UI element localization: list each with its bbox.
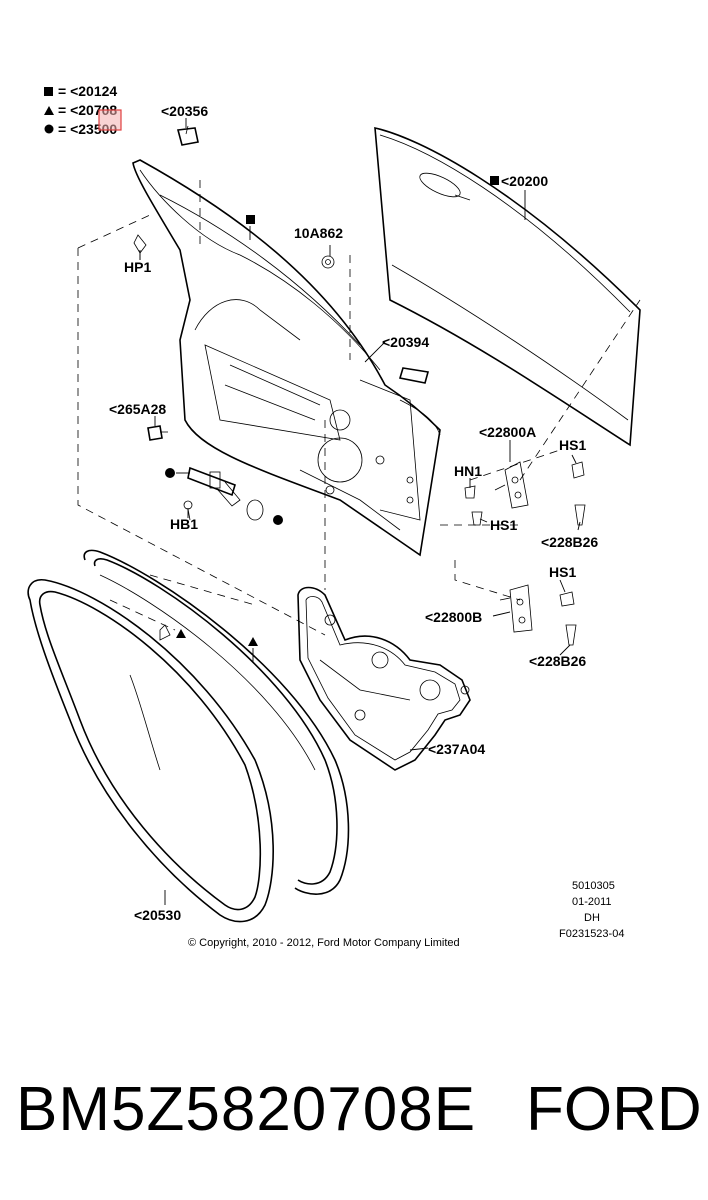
drawing-number: 5010305 xyxy=(572,880,615,892)
callout-228B26-upper: <228B26 xyxy=(541,534,598,550)
square-symbol-icon xyxy=(490,176,499,185)
callout-228B26-lower: <228B26 xyxy=(529,653,586,669)
assembly-guide-lines xyxy=(77,180,641,636)
part-number: BM5Z5820708E xyxy=(16,1075,477,1144)
outer-door-panel xyxy=(374,126,641,447)
inner-door-frame xyxy=(132,159,441,557)
leader-lines xyxy=(139,118,581,905)
callout-HB1: HB1 xyxy=(170,516,198,532)
door-check-strap xyxy=(165,466,283,525)
callout-22800A: <22800A xyxy=(479,424,536,440)
callout-237A04: <237A04 xyxy=(428,741,485,757)
square-symbol-icon xyxy=(44,87,53,96)
callout-labels: <20356 <20200 10A862 HP1 <20394 <265A28 … xyxy=(109,103,598,923)
copyright-text: © Copyright, 2010 - 2012, Ford Motor Com… xyxy=(188,937,460,949)
triangle-symbol-icon xyxy=(248,637,258,646)
callout-20200: <20200 xyxy=(501,173,548,189)
circle-symbol-icon xyxy=(44,124,54,134)
legend: = <20124 = <20708 = <23500 xyxy=(44,83,122,137)
door-weatherstrip-seal xyxy=(27,549,350,923)
footer-bar: BM5Z5820708E FORD xyxy=(0,1050,708,1170)
fastener-circle-icon xyxy=(273,515,283,525)
small-parts xyxy=(133,125,586,662)
callout-20356: <20356 xyxy=(161,103,208,119)
drawing-figure-id: F0231523-04 xyxy=(559,928,624,940)
highlight-marker[interactable] xyxy=(98,109,122,131)
drawing-date: 01-2011 xyxy=(572,896,612,908)
triangle-symbol-icon xyxy=(44,106,54,115)
exploded-parts-diagram: = <20124 = <20708 = <23500 xyxy=(27,83,641,949)
brand-name: FORD xyxy=(526,1075,702,1144)
window-regulator-panel xyxy=(297,586,471,771)
callout-20530: <20530 xyxy=(134,907,181,923)
legend-square-text: = <20124 xyxy=(58,83,117,99)
callout-HS1-lower: HS1 xyxy=(549,564,576,580)
callout-HS1-mid: HS1 xyxy=(490,517,517,533)
callout-10A862: 10A862 xyxy=(294,225,343,241)
callout-HS1-upper: HS1 xyxy=(559,437,586,453)
fastener-circle-icon xyxy=(165,468,175,478)
callout-HN1: HN1 xyxy=(454,463,482,479)
callout-HP1: HP1 xyxy=(124,259,151,275)
callout-22800B: <22800B xyxy=(425,609,482,625)
callout-265A28: <265A28 xyxy=(109,401,166,417)
drawing-code: DH xyxy=(584,912,600,924)
triangle-symbol-icon xyxy=(176,629,186,638)
callout-20394: <20394 xyxy=(382,334,429,350)
square-symbol-icon xyxy=(246,215,255,224)
drawing-info: 5010305 01-2011 DH F0231523-04 xyxy=(559,880,624,940)
